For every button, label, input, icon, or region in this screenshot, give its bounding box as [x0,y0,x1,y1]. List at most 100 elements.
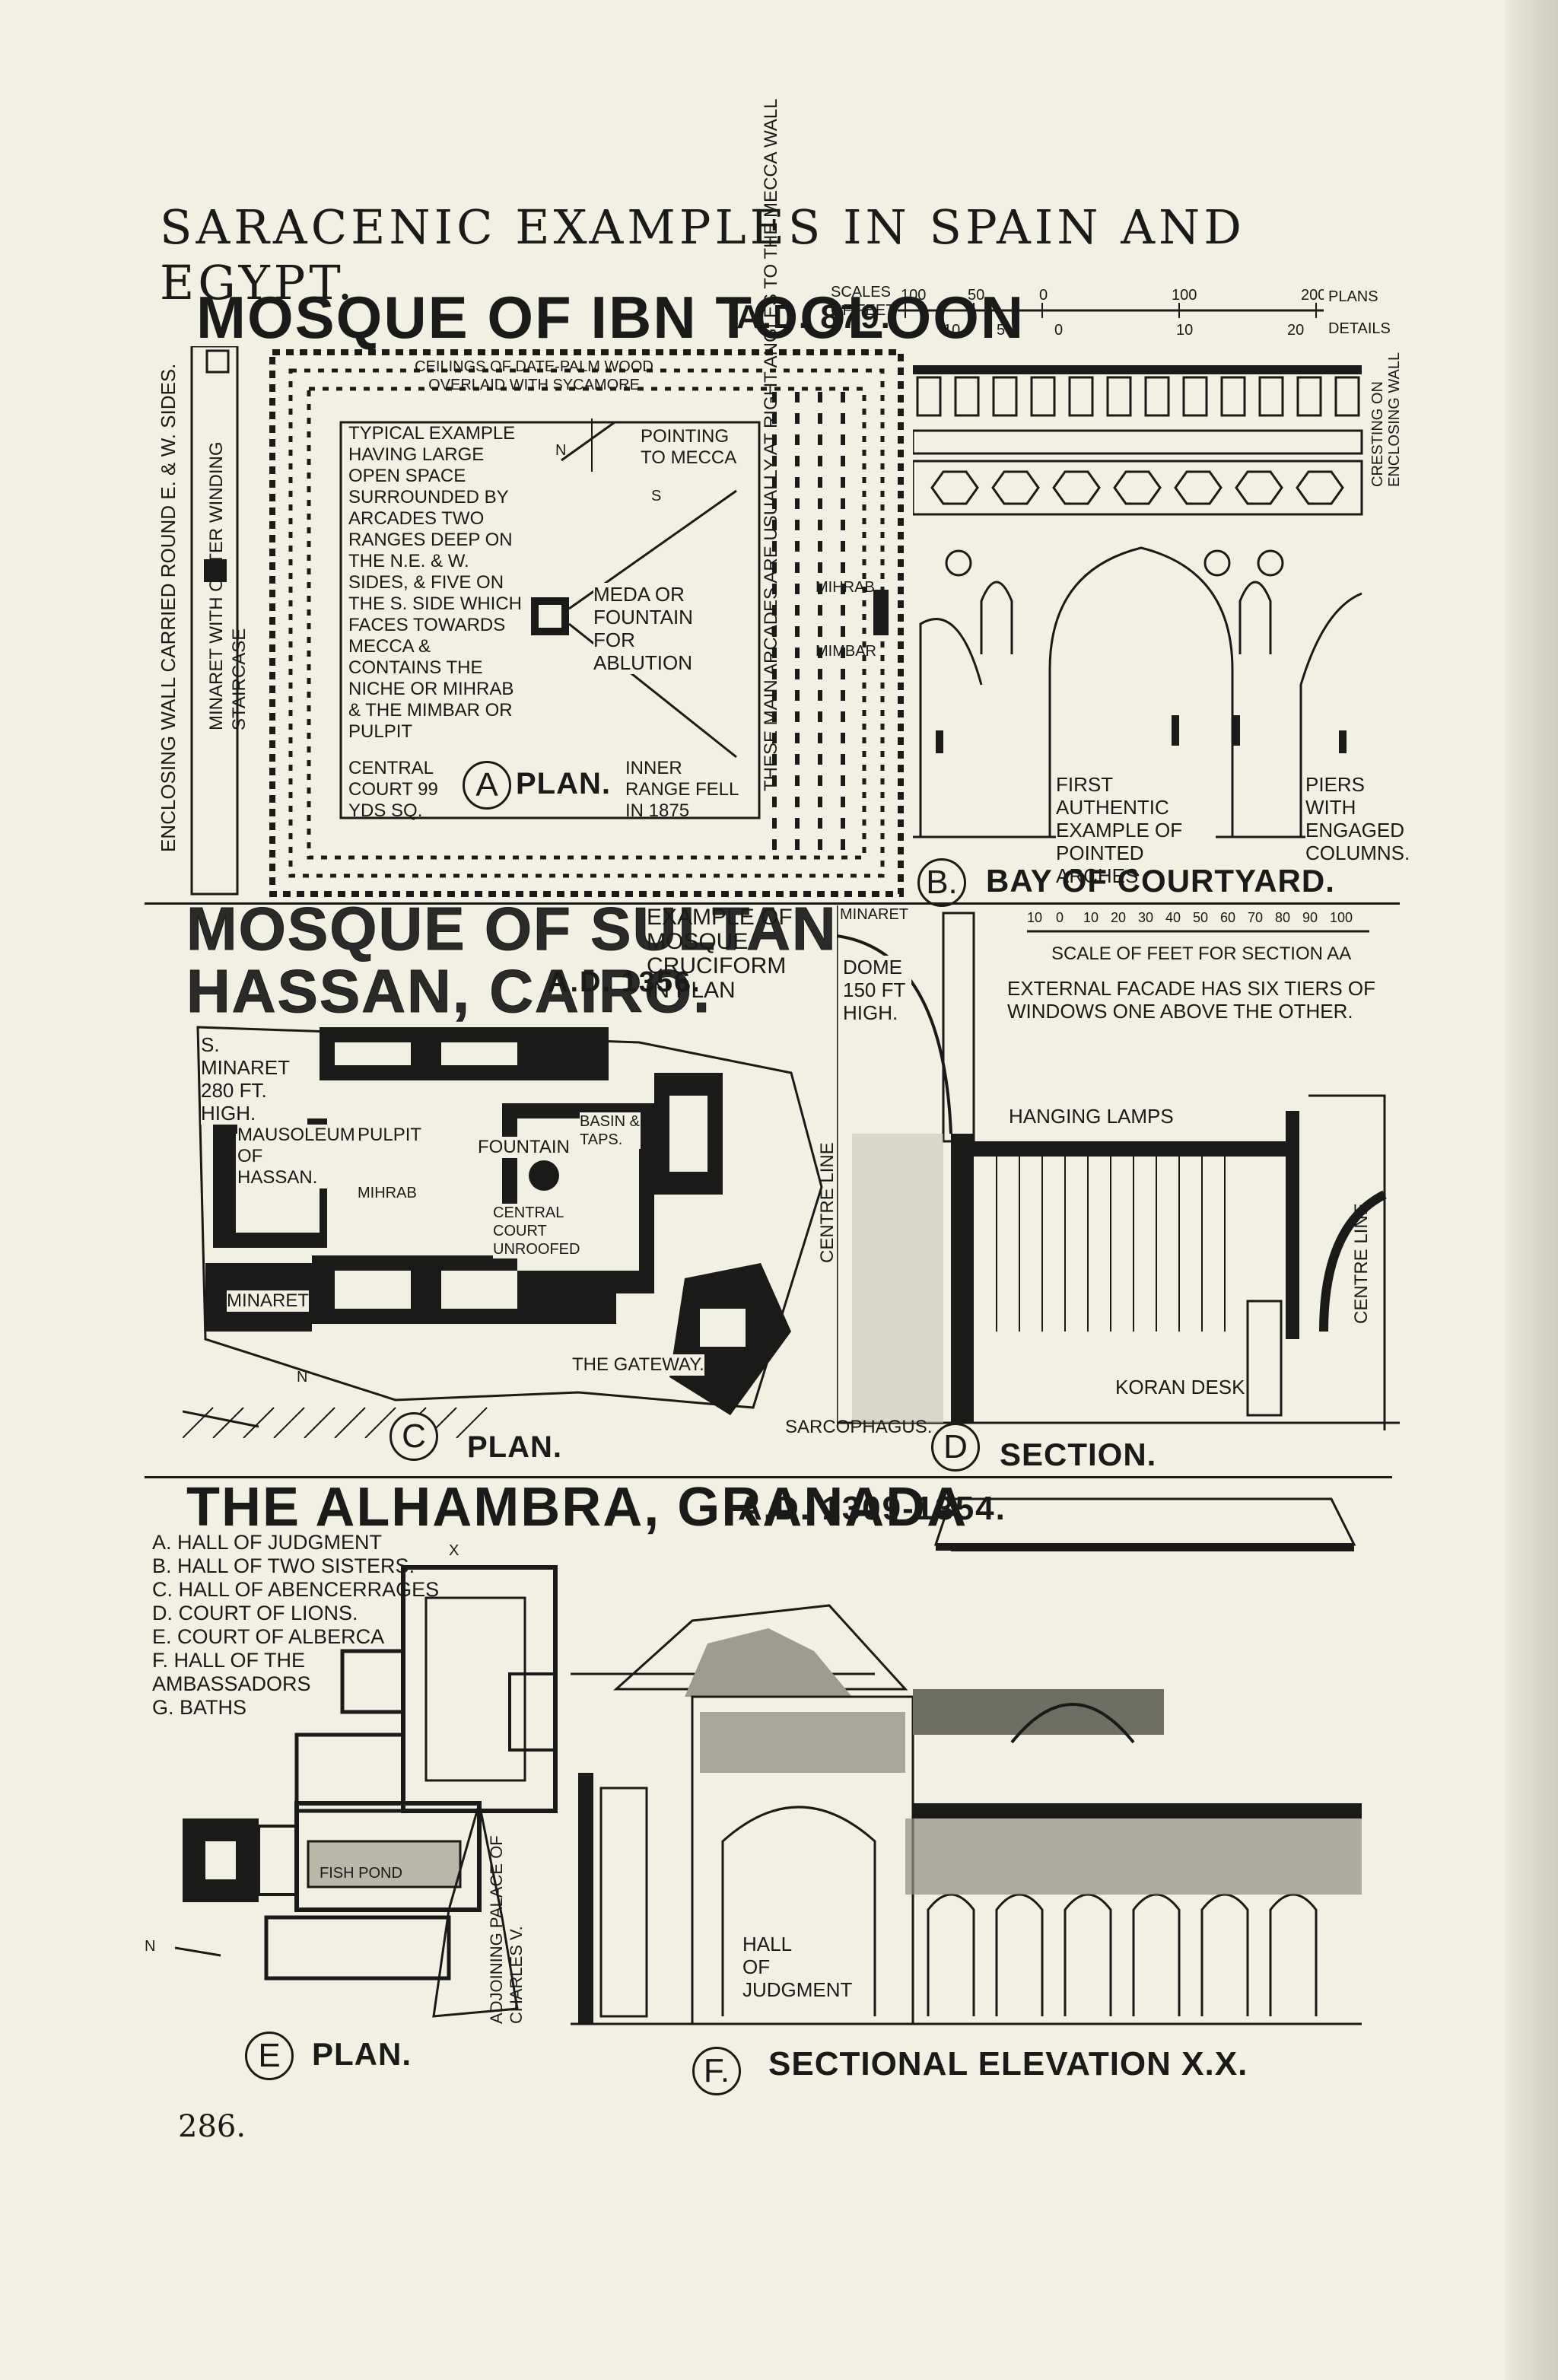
piers-note: PIERS WITH ENGAGED COLUMNS. [1305,773,1410,864]
minaret-staircase-note: MINARET WITH OUTER WINDING STAIRCASE [206,441,250,730]
legend-item: E. COURT OF ALBERCA [152,1625,385,1648]
ibn-mimbar-label: MIMBAR [816,643,876,660]
section-tick: 20 [1111,910,1126,925]
legend-item: F. HALL OF THE AMBASSADORS [152,1649,311,1695]
sarcophagus-label: SARCOPHAGUS. [785,1417,933,1437]
plan-tick: 50 [968,287,984,304]
alhambra-title: THE ALHAMBRA, GRANADA [186,1477,968,1538]
section-tick: 50 [1193,910,1208,925]
figure-letter-a: A [463,761,511,810]
section-tick: 40 [1165,910,1181,925]
minaret-label: MINARET [227,1290,309,1312]
ibn-tooloon-date: A.D. 879. [736,298,892,336]
fish-pond-label: FISH POND [320,1864,402,1882]
facade-note: EXTERNAL FACADE HAS SIX TIERS OF WINDOWS… [1007,977,1376,1023]
divider-rule [145,1476,1392,1478]
section-scale-bar: 10 0 10 20 30 40 50 60 70 80 90 100 [1027,910,1369,933]
plan-tick: 100 [901,287,926,304]
central-court-note: CENTRAL COURT 99 YDS SQ. [348,758,438,821]
section-tick: 80 [1275,910,1290,925]
bay-caption: BAY OF COURTYARD. [986,863,1335,899]
s-minaret-label: S. MINARET 280 FT. HIGH. [201,1033,307,1125]
pulpit-label: PULPIT [358,1125,422,1146]
main-arcades-note: THESE MAIN ARCADES ARE USUALLY AT RIGHT … [761,98,781,792]
plan-section-marker: X [449,1542,459,1559]
inner-range-note: INNER RANGE FELL IN 1875 [625,758,739,821]
centre-line-right: CENTRE LINE [1351,1203,1372,1324]
alhambra-legend: A. HALL OF JUDGMENT B. HALL OF TWO SISTE… [152,1531,439,1720]
legend-item: D. COURT OF LIONS. [152,1602,358,1624]
section-tick: 70 [1248,910,1263,925]
page-number: 286. [178,2109,246,2144]
hassan-title-line1: MOSQUE OF SULTAN [186,895,838,963]
plan-tick: 0 [1039,287,1048,304]
plan-tick: 100 [1172,287,1197,304]
detail-tick: 0 [1054,322,1063,339]
section-tick: 60 [1220,910,1235,925]
ibn-tooloon-plan-drawing [190,346,904,897]
bay-of-courtyard-drawing [913,365,1369,838]
legend-item: B. HALL OF TWO SISTERS. [152,1554,415,1577]
figure-letter-e: E [245,2032,294,2080]
basin-taps-label: BASIN & TAPS. [580,1112,641,1149]
figure-letter-c: C [390,1412,438,1461]
scale-plans-label: PLANS [1328,288,1378,305]
compass-s-label: S [651,488,662,504]
figure-letter-b: B. [917,858,966,907]
page-edge-shadow [1505,0,1558,2380]
hassan-section-drawing [837,905,1400,1430]
meda-note: MEDA OR FOUNTAIN FOR ABLUTION [593,583,723,674]
scale-bars: 100 50 0 100 200 10 5 0 10 20 [898,287,1324,339]
mausoleum-label: MAUSOLEUM OF HASSAN. [237,1125,355,1188]
pointing-mecca-note: POINTING TO MECCA [641,426,737,468]
enclosing-wall-note: ENCLOSING WALL CARRIED ROUND E. & W. SID… [157,363,180,852]
central-court-label: CENTRAL COURT UNROOFED [493,1204,607,1258]
section-caption: SECTION. [1000,1437,1157,1472]
pointed-arches-note: FIRST AUTHENTIC EXAMPLE OF POINTED ARCHE… [1056,773,1216,887]
page-heading: SARACENIC EXAMPLES IN SPAIN AND EGYPT. [160,199,1245,310]
centre-line-left: CENTRE LINE [817,1142,838,1263]
section-tick: 100 [1330,910,1353,925]
figure-letter-d: D [931,1423,980,1472]
koran-desk-label: KORAN DESK [1115,1376,1245,1398]
cruciform-note: EXAMPLE OF MOSQUE CRUCIFORM IN PLAN [647,905,793,1003]
figure-letter-f: F. [692,2047,741,2095]
alhambra-plan-caption: PLAN. [312,2036,412,2072]
detail-tick: 20 [1287,322,1304,339]
plan-tick: 200 [1301,287,1324,304]
detail-tick: 10 [943,322,960,339]
hall-of-judgment-label: HALL OF JUDGMENT [742,1933,853,2001]
charles-palace-note: ADJOINING PALACE OF CHARLES V. [487,1835,526,2024]
gateway-label: THE GATEWAY. [572,1354,704,1376]
scales-label: SCALES OF FEET [831,284,895,319]
section-tick: 10 [1027,910,1042,925]
section-tick: 0 [1056,910,1064,925]
detail-tick: 5 [997,322,1005,339]
ceiling-note: CEILINGS OF DATE-PALM WOOD OVERLAID WITH… [415,358,653,393]
cresting-note: CRESTING ON ENCLOSING WALL [1369,352,1403,487]
detail-tick: 10 [1176,322,1193,339]
section-tick: 10 [1083,910,1099,925]
hassan-compass-n: N [297,1369,308,1386]
ibn-mihrab-label: MIHRAB [816,579,875,596]
legend-item: A. HALL OF JUDGMENT [152,1531,383,1554]
alhambra-elevation-drawing [571,1497,1362,2025]
legend-item: C. HALL OF ABENCERRAGES [152,1578,440,1601]
section-tick: 90 [1302,910,1318,925]
alhambra-compass-n: N [145,1938,156,1955]
elevation-caption: SECTIONAL ELEVATION X.X. [768,2045,1248,2082]
ibn-plan-caption: PLAN. [516,767,611,800]
divider-rule [145,902,1400,905]
ibn-tooloon-title: MOSQUE OF IBN TOOLOON [196,284,1025,351]
section-tick: 30 [1138,910,1153,925]
fountain-label: FOUNTAIN [478,1137,570,1158]
typical-example-note: TYPICAL EXAMPLE HAVING LARGE OPEN SPACE … [348,423,523,742]
section-scale-label: SCALE OF FEET FOR SECTION AA [1051,943,1352,964]
compass-n-label: N [555,442,567,459]
hassan-date: A.D. 1356. [548,966,701,998]
hanging-lamps-label: HANGING LAMPS [1009,1105,1174,1128]
alhambra-date: A.D. 1309-1354. [738,1490,1006,1527]
hassan-mihrab-label: MIHRAB [358,1184,417,1202]
hassan-plan-caption: PLAN. [467,1430,562,1464]
hassan-title-line2: HASSAN, CAIRO. [186,957,712,1025]
